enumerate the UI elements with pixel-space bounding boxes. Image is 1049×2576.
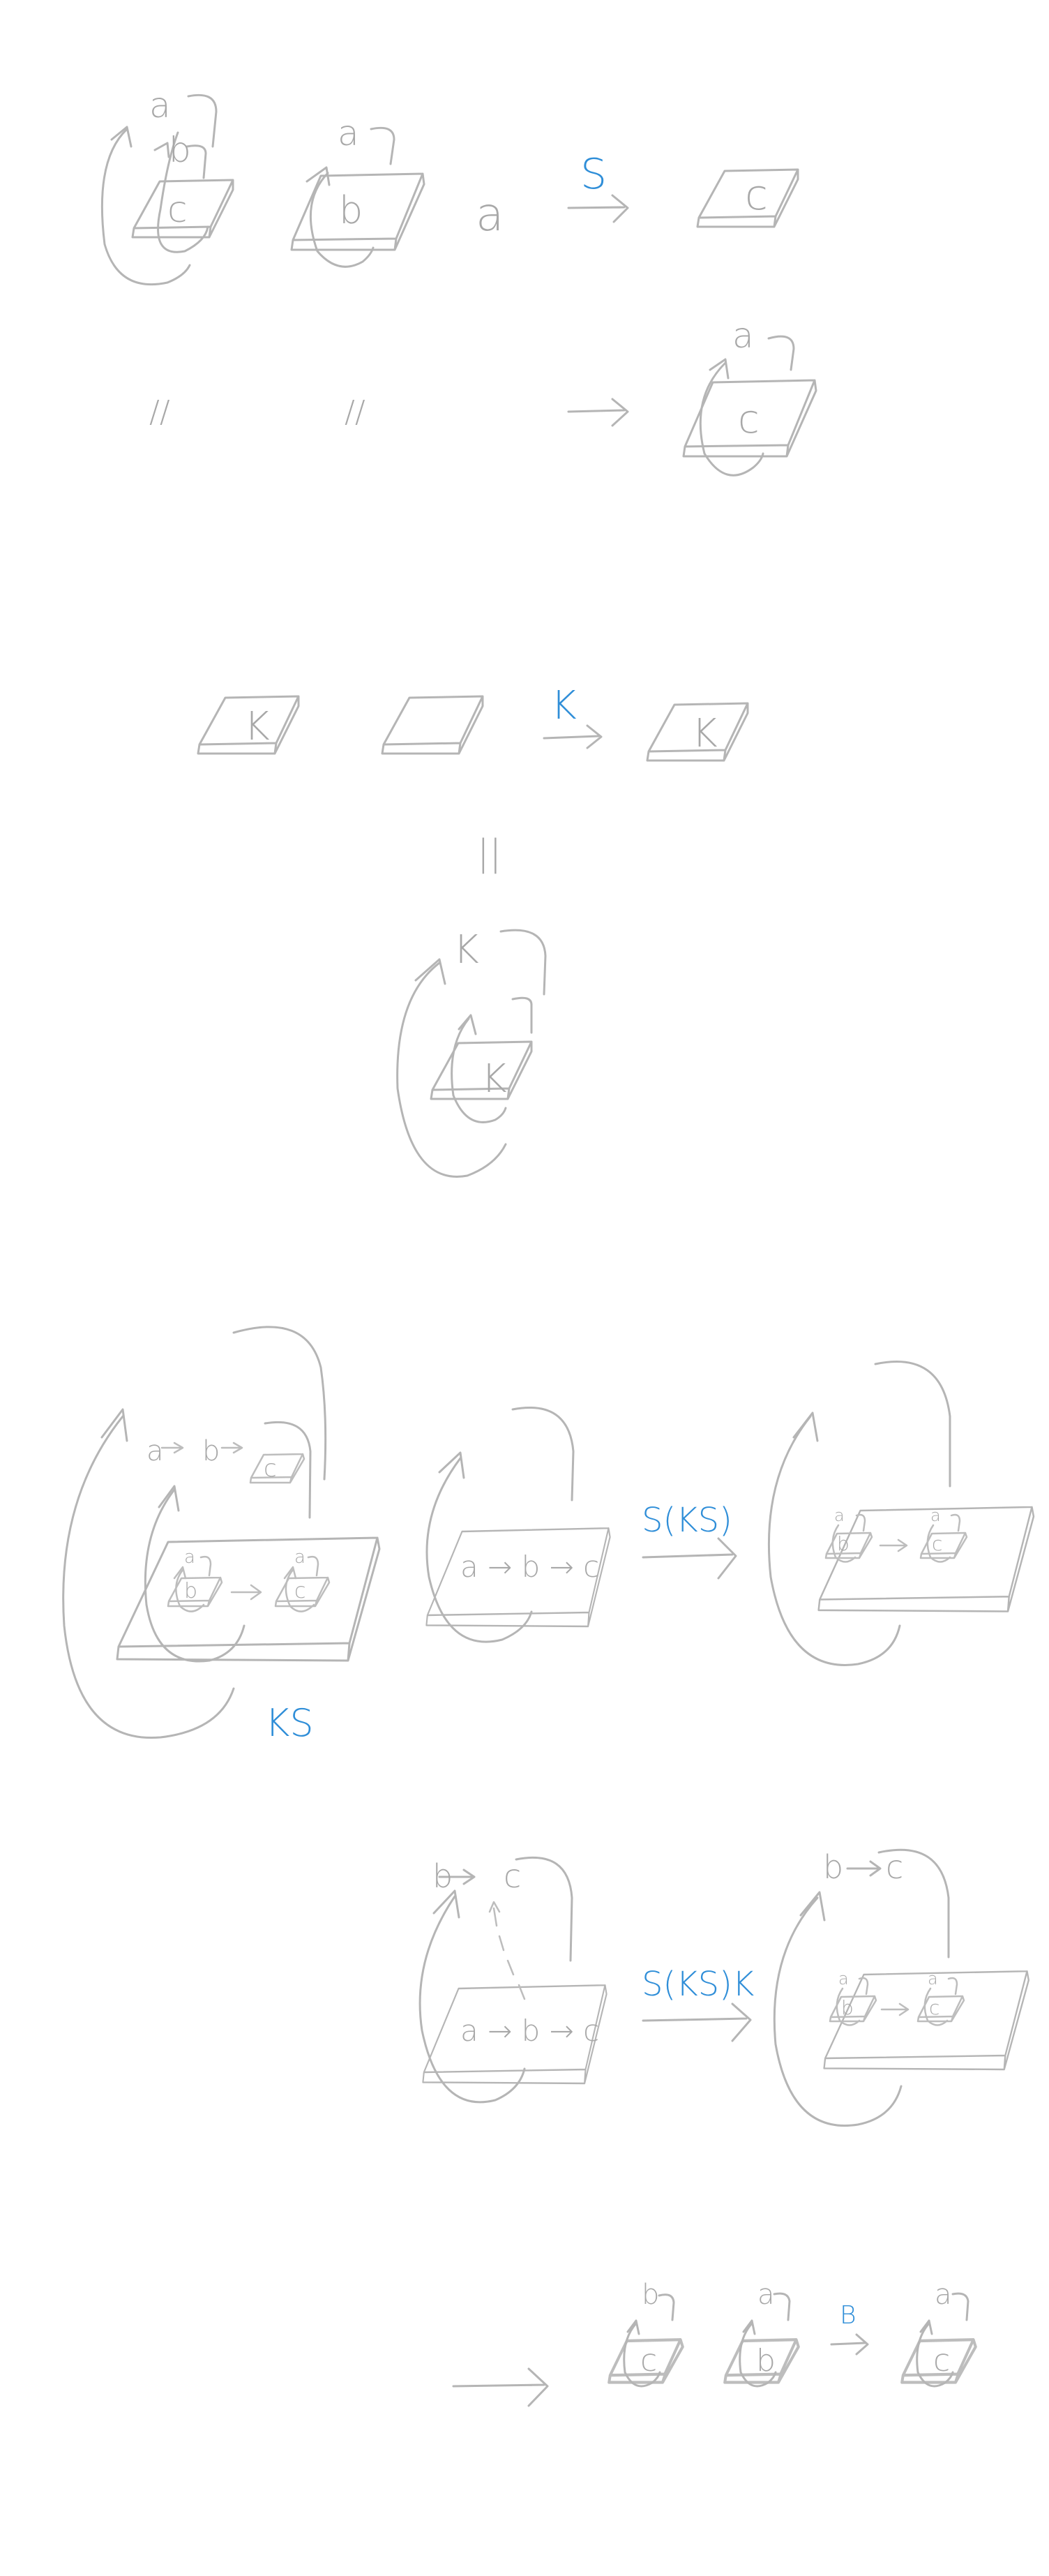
row2-eq1: // [149, 394, 170, 430]
row1-box2 [290, 126, 425, 268]
sksk-res-b: b [841, 1996, 854, 2019]
ks-middle-box [425, 1407, 611, 1643]
row1-label-a: a [149, 85, 171, 126]
row1-arg-a: a [476, 188, 504, 241]
ks-res-c: c [932, 1532, 942, 1555]
sksk-left-b: b [432, 1857, 453, 1895]
b-arrow-label: B [840, 2301, 856, 2330]
row1-box2-label-a: a [338, 113, 359, 153]
ks-small-a2: a [294, 1547, 305, 1568]
k-result-label: K [692, 711, 718, 756]
ks-small-a1: a [184, 1547, 195, 1568]
ks-middle-text: a → b → c [460, 1550, 599, 1584]
k-arrow-label: K [551, 683, 577, 728]
k-arrow [543, 724, 603, 749]
row1-label-b: b [169, 130, 191, 170]
sksk-left-c: c [504, 1857, 521, 1895]
row2-arrow [567, 398, 629, 427]
ks-small-c: c [294, 1579, 306, 1603]
sksk-left-box [418, 1856, 607, 2104]
k-box2 [381, 695, 484, 755]
row2-eq2: // [345, 394, 365, 430]
row1-box2-label-b: b [339, 188, 363, 232]
row1-arrow-label-s: S [580, 150, 607, 199]
b-result-inner: c [933, 2343, 950, 2379]
sksk-res-a2: a [928, 1969, 938, 1989]
ks-left-assembly [62, 1326, 381, 1739]
sksk-middle-text: a → b → c [460, 2014, 599, 2048]
sksk-res-c: c [929, 1996, 939, 2019]
k-nested-inner: K [481, 1056, 507, 1102]
k-nested-outer: K [453, 927, 479, 973]
b-lead-arrow [452, 2367, 549, 2407]
b-box2-inner: b [756, 2343, 776, 2379]
b-box2 [725, 2292, 799, 2388]
ks-arrow [642, 1537, 737, 1580]
row2-result-c: c [738, 397, 760, 442]
b-result-outer: a [935, 2279, 952, 2311]
sksk-result-box [773, 1848, 1030, 2127]
k-eq: || [477, 832, 501, 874]
row1-box1 [100, 93, 234, 286]
sksk-res-a1: a [838, 1969, 849, 1989]
b-box2-outer: a [757, 2279, 775, 2311]
row1-arrow [567, 194, 629, 223]
ks-chain-b: b [202, 1435, 220, 1467]
b-arrow [830, 2333, 869, 2356]
sksk-arrow-label: S(KS)K [642, 1965, 754, 2004]
ks-result-box [767, 1361, 1035, 1666]
row2-result-a: a [732, 315, 754, 356]
ks-res-a1: a [834, 1506, 845, 1525]
sksk-arrow [642, 2002, 752, 2042]
ks-chain-c: c [264, 1455, 277, 1483]
k-nested-box [396, 929, 547, 1178]
row1-label-c: c [167, 189, 188, 231]
ks-small-b: b [184, 1579, 197, 1603]
sksk-right-c: c [886, 1848, 903, 1886]
ks-res-b: b [837, 1532, 850, 1555]
sksk-right-b: b [823, 1848, 843, 1886]
ks-res-a2: a [930, 1506, 941, 1525]
k-box1-label: K [244, 704, 270, 749]
row2-result-box [682, 335, 817, 477]
b-box1-outer: b [642, 2279, 659, 2311]
ks-label: KS [265, 1701, 314, 1745]
b-box1 [609, 2293, 683, 2388]
ks-chain-a: a [146, 1435, 164, 1467]
b-result-box [902, 2292, 976, 2388]
ks-arrow-label: S(KS) [642, 1501, 732, 1540]
b-box1-inner: c [640, 2343, 657, 2379]
row1-result-c: c [745, 171, 768, 220]
